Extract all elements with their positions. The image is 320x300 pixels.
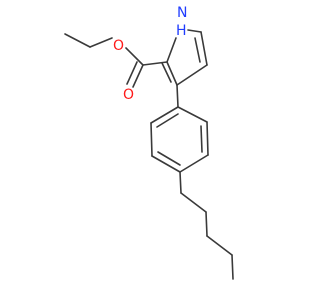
ph-bond-4 — [151, 155, 181, 173]
bond-c3-ph — [176, 84, 179, 108]
ph-bond-3 — [179, 154, 209, 173]
pentyl-bond-3 — [205, 211, 208, 237]
ph-inner-2 — [157, 151, 181, 166]
atom-label-o-ester: O — [113, 38, 124, 54]
ph-bond-5 — [150, 122, 153, 157]
bond-c5-c4 — [200, 31, 208, 66]
bond-c3-c2-inner — [161, 62, 172, 83]
bond-n1-c5 — [187, 29, 202, 33]
bond-c2-n1 — [166, 37, 177, 63]
ph-bond-1 — [177, 106, 208, 123]
bond-carbonyl-2 — [126, 61, 138, 85]
atom-label-o-carbonyl: O — [123, 87, 134, 103]
bond-ethyl-ch2 — [89, 37, 113, 48]
bond-c5-c4-inner — [194, 37, 201, 63]
bond-ethyl-ch3 — [64, 33, 91, 48]
pentyl-bond-4 — [206, 235, 233, 256]
atom-label-h: H — [176, 23, 187, 39]
structure-canvas: N H O O — [64, 5, 234, 280]
bond-o-c — [125, 47, 144, 66]
pentyl-bond-2 — [180, 192, 207, 213]
ph-inner-1 — [200, 125, 203, 153]
bond-c3-c2 — [166, 61, 178, 86]
atom-label-n: N — [177, 5, 187, 21]
bond-carbonyl-1 — [132, 64, 144, 88]
ph-bond-2 — [206, 121, 209, 156]
bond-c4-c3 — [176, 64, 208, 86]
bond-c-c2 — [142, 61, 168, 66]
molecule-structure: N H O O — [64, 5, 234, 280]
pentyl-bond-1 — [179, 171, 182, 194]
pentyl-bond-5 — [231, 254, 234, 280]
ph-bond-6 — [150, 106, 179, 124]
ph-inner-3 — [156, 113, 179, 128]
